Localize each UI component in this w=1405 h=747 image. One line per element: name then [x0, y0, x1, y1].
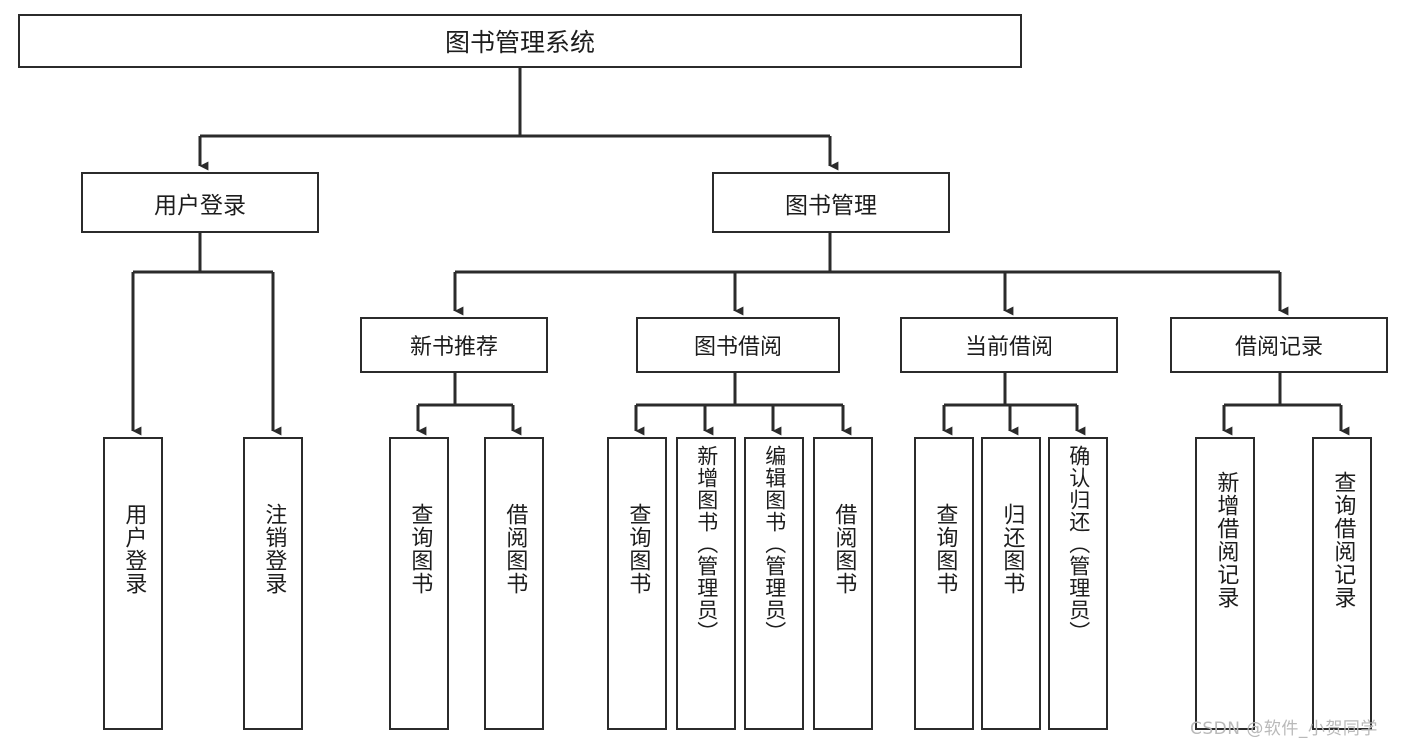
node-current-borrow-label: 当前借阅 — [964, 335, 1053, 360]
leaf-query-borrow-record[interactable]: 查询借阅记录 — [1312, 437, 1372, 730]
leaf-logout-label: 注销登录 — [261, 503, 287, 595]
node-new-book-recommend-label: 新书推荐 — [409, 335, 498, 360]
node-book-borrow-label: 图书借阅 — [693, 335, 782, 360]
leaf-borrow-book-recommend-label: 借阅图书 — [502, 503, 528, 595]
leaf-add-borrow-record-label: 新增借阅记录 — [1213, 471, 1239, 609]
leaf-user-login[interactable]: 用户登录 — [103, 437, 163, 730]
leaf-return-book[interactable]: 归还图书 — [981, 437, 1041, 730]
node-new-book-recommend[interactable]: 新书推荐 — [360, 317, 548, 373]
node-book-management[interactable]: 图书管理 — [712, 172, 950, 233]
leaf-return-book-label: 归还图书 — [999, 503, 1025, 595]
leaf-borrow-book[interactable]: 借阅图书 — [813, 437, 873, 730]
node-book-management-label: 图书管理 — [785, 192, 877, 219]
node-root-label: 图书管理系统 — [444, 28, 595, 57]
node-user-login[interactable]: 用户登录 — [81, 172, 319, 233]
leaf-query-book-borrow-label: 查询图书 — [625, 503, 651, 595]
edge-group-root — [131, 68, 1350, 436]
node-current-borrow[interactable]: 当前借阅 — [900, 317, 1118, 373]
leaf-query-book-borrow[interactable]: 查询图书 — [607, 437, 667, 730]
node-root[interactable]: 图书管理系统 — [18, 14, 1022, 68]
node-user-login-label: 用户登录 — [154, 192, 246, 219]
leaf-user-login-label: 用户登录 — [121, 503, 147, 595]
leaf-query-borrow-record-label: 查询借阅记录 — [1330, 471, 1356, 609]
leaf-query-book-current-label: 查询图书 — [932, 503, 958, 595]
leaf-confirm-return-admin-label: 确认归还（管理员） — [1066, 445, 1091, 643]
watermark: CSDN @软件_小贺同学 — [1190, 719, 1378, 739]
leaf-confirm-return-admin[interactable]: 确认归还（管理员） — [1048, 437, 1108, 730]
leaf-edit-book-admin-label: 编辑图书（管理员） — [762, 445, 787, 643]
node-borrow-records-label: 借阅记录 — [1234, 335, 1323, 360]
leaf-query-book-recommend[interactable]: 查询图书 — [389, 437, 449, 730]
leaf-add-book-admin[interactable]: 新增图书（管理员） — [676, 437, 736, 730]
leaf-add-book-admin-label: 新增图书（管理员） — [694, 445, 719, 643]
leaf-edit-book-admin[interactable]: 编辑图书（管理员） — [744, 437, 804, 730]
leaf-query-book-current[interactable]: 查询图书 — [914, 437, 974, 730]
leaf-borrow-book-recommend[interactable]: 借阅图书 — [484, 437, 544, 730]
leaf-add-borrow-record[interactable]: 新增借阅记录 — [1195, 437, 1255, 730]
node-borrow-records[interactable]: 借阅记录 — [1170, 317, 1388, 373]
leaf-borrow-book-label: 借阅图书 — [831, 503, 857, 595]
leaf-query-book-recommend-label: 查询图书 — [407, 503, 433, 595]
node-book-borrow[interactable]: 图书借阅 — [636, 317, 840, 373]
leaf-logout[interactable]: 注销登录 — [243, 437, 303, 730]
